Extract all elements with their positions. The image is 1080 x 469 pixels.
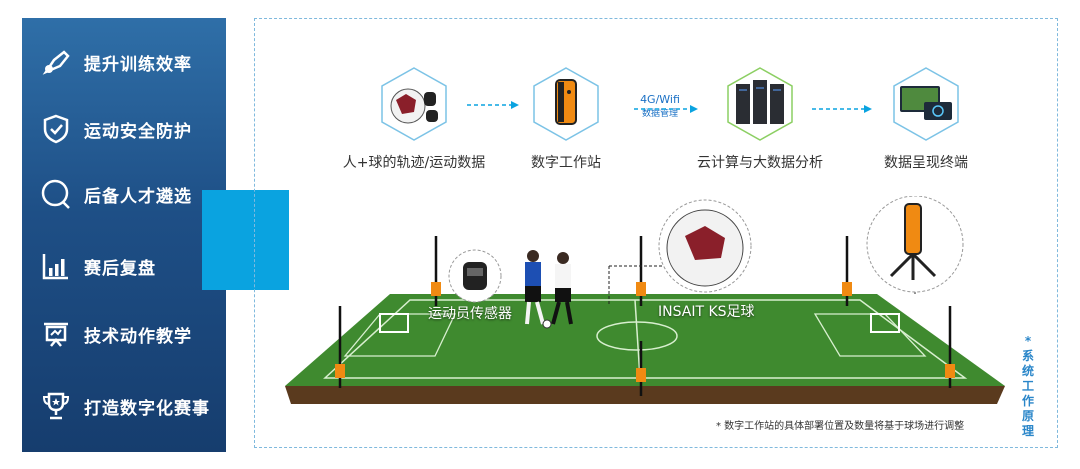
search-ring-icon xyxy=(38,176,74,212)
trophy-icon xyxy=(38,388,74,424)
sidebar-item-label: 运动安全防护 xyxy=(84,121,192,142)
flow-step-data: 人+球的轨迹/运动数据 xyxy=(334,66,494,172)
flow-arrow xyxy=(634,105,698,113)
sidebar-item-digital-events: 打造数字化赛事 xyxy=(38,386,210,426)
flow-step-label: 云计算与大数据分析 xyxy=(697,155,823,171)
network-label: 4G/Wifi 数据管理 xyxy=(630,93,690,119)
side-title: *系统工作原理 xyxy=(1021,334,1034,438)
ball-sensor-icon xyxy=(381,67,447,141)
shield-check-icon xyxy=(38,111,74,147)
bar-chart-icon xyxy=(38,248,74,284)
flow-step-label: 人+球的轨迹/运动数据 xyxy=(342,155,486,171)
network-label-bottom: 数据管理 xyxy=(641,109,678,119)
server-rack-icon xyxy=(727,67,793,141)
flow-step-display: 数据呈现终端 xyxy=(846,66,1006,172)
ball-label: INSAIT KS足球 xyxy=(658,304,755,320)
flow-step-label: 数据呈现终端 xyxy=(884,155,968,171)
sidebar-item-talent: 后备人才遴选 xyxy=(38,174,192,214)
flow-arrow xyxy=(467,101,519,109)
sidebar-item-training: 提升训练效率 xyxy=(38,42,192,82)
sidebar-item-safety: 运动安全防护 xyxy=(38,109,192,149)
sensor-label: 运动员传感器 xyxy=(428,306,512,322)
flow-step-cloud: 云计算与大数据分析 xyxy=(680,66,840,172)
sidebar-item-label: 提升训练效率 xyxy=(84,54,192,75)
sidebar-item-label: 打造数字化赛事 xyxy=(84,398,210,419)
system-diagram-frame xyxy=(254,18,1058,448)
sidebar-item-teaching: 技术动作教学 xyxy=(38,314,192,354)
accent-block xyxy=(202,190,289,290)
soccer-field-illustration xyxy=(285,196,1005,404)
network-label-top: 4G/Wifi xyxy=(640,93,680,106)
sidebar-item-label: 后备人才遴选 xyxy=(84,186,192,207)
whistle-icon xyxy=(38,44,74,80)
sidebar-item-review: 赛后复盘 xyxy=(38,246,156,286)
sidebar-item-label: 赛后复盘 xyxy=(84,258,156,279)
sidebar-item-label: 技术动作教学 xyxy=(84,326,192,347)
flow-arrow xyxy=(812,105,872,113)
display-terminal-icon xyxy=(893,67,959,141)
workstation-device-icon xyxy=(533,67,599,141)
feature-sidebar: 提升训练效率 运动安全防护 后备人才遴选 赛后复盘 技术动作教学 打造数字化赛事 xyxy=(22,18,226,452)
flow-step-label: 数字工作站 xyxy=(531,155,601,171)
players xyxy=(525,250,573,329)
presentation-board-icon xyxy=(38,316,74,352)
flow-step-workstation: 数字工作站 xyxy=(486,66,646,172)
deployment-note: * 数字工作站的具体部署位置及数量将基于球场进行调整 xyxy=(716,421,965,432)
